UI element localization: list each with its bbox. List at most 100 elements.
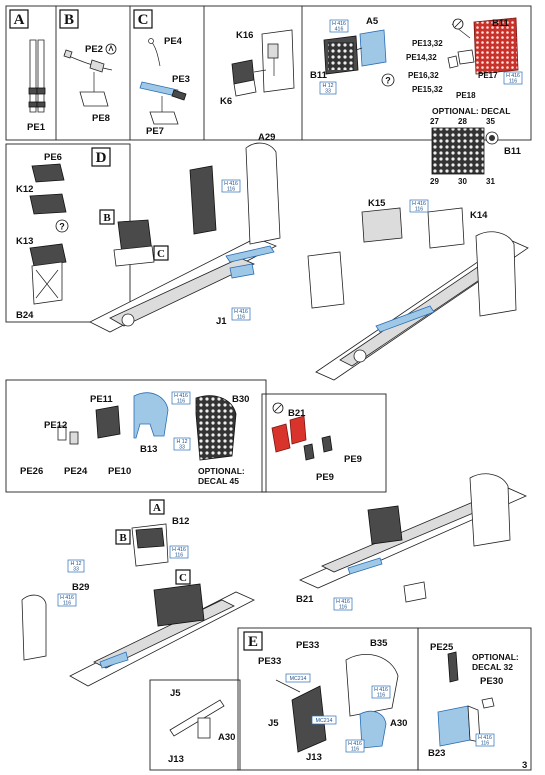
step-a-label: A (14, 12, 25, 28)
part-label-pe11: PE11 (90, 394, 113, 405)
part-label-pe2: PE2 (85, 44, 103, 55)
part-label-b35: B35 (370, 638, 388, 649)
instrument-panel-pe-assembly: PE11 PE12 PE26 PE24 PE10 B13 B30 OPTIONA… (20, 391, 249, 486)
step-c-label: C (138, 12, 149, 28)
part-label-b11-panel: B11 (492, 18, 510, 29)
paint-tag: H 12 33 (319, 81, 337, 95)
svg-text:H 416: H 416 (348, 741, 362, 747)
part-label-pe24: PE24 (64, 466, 88, 477)
part-label-k6: K6 (220, 96, 232, 107)
svg-text:H 12: H 12 (71, 561, 82, 567)
svg-text:116: 116 (175, 553, 183, 559)
part-label-pe4: PE4 (164, 36, 183, 47)
part-label-b12: B12 (172, 516, 189, 527)
svg-text:H 416: H 416 (332, 21, 346, 27)
step-e: E PE33 PE33 B35 J5 J13 A30 MC214 MC214 H… (243, 631, 407, 763)
svg-text:H 416: H 416 (174, 393, 188, 399)
part-label-k16: K16 (236, 30, 253, 41)
glue-symbol-icon (105, 43, 117, 55)
paint-tag: H 416 116 (371, 685, 391, 699)
svg-text:H 416: H 416 (506, 73, 520, 79)
lower-right-fuselage: B21 H 416 116 (296, 473, 527, 611)
part-label-b30: B30 (232, 394, 249, 405)
step-e-label: E (248, 634, 258, 650)
svg-text:116: 116 (237, 315, 245, 321)
harness-drawing (139, 38, 187, 125)
svg-text:116: 116 (227, 187, 235, 193)
part-label-pe33-a: PE33 (296, 640, 319, 651)
optional-decal-32-line1: OPTIONAL: (472, 652, 519, 662)
rear-panel-k16: K16 K6 (220, 29, 295, 107)
seatbelt-pe1-drawing (28, 39, 46, 113)
paint-tag: H 416 116 (231, 307, 251, 321)
part-label-pe10: PE10 (108, 466, 131, 477)
part-label-a29: A29 (258, 132, 275, 143)
part-label-pe13-32: PE13,32 (412, 39, 443, 48)
svg-text:C: C (157, 248, 165, 260)
svg-text:116: 116 (377, 693, 385, 699)
part-label-pe3: PE3 (172, 74, 190, 85)
optional-decal-instrument: OPTIONAL: DECAL 27 28 35 29 30 31 B11 (430, 106, 522, 186)
part-label-pe25: PE25 (430, 642, 454, 653)
svg-text:H 12: H 12 (323, 83, 334, 89)
svg-text:H 416: H 416 (336, 599, 350, 605)
seat-subassembly: B C (99, 209, 169, 267)
part-label-j5-a: J5 (170, 688, 181, 699)
part-label-a30-a: A30 (218, 732, 235, 743)
part-label-pe6: PE6 (44, 152, 62, 163)
decal-num-31: 31 (486, 177, 495, 186)
optional-decal-label: OPTIONAL: DECAL (432, 106, 510, 116)
part-label-pe7: PE7 (146, 126, 164, 137)
part-label-pe16-32: PE16,32 (408, 71, 439, 80)
step-d: D PE6 K12 K13 B24 ? (16, 147, 111, 321)
decal-num-28: 28 (458, 117, 467, 126)
part-label-a30-b: A30 (390, 718, 407, 729)
question-mark-icon: ? (381, 73, 395, 87)
svg-text:116: 116 (63, 601, 71, 607)
part-label-pe1: PE1 (27, 122, 46, 133)
part-label-k13: K13 (16, 236, 33, 247)
part-label-pe9-b: PE9 (316, 472, 334, 483)
step-d-label: D (96, 150, 107, 166)
paint-tag: H 416 116 (171, 391, 191, 405)
svg-text:C: C (179, 572, 187, 584)
part-label-pe14-32: PE14,32 (406, 53, 437, 62)
part-label-pe30: PE30 (480, 676, 503, 687)
svg-text:116: 116 (339, 605, 347, 611)
step-b: B PE2 PE8 (59, 9, 117, 124)
red-instrument-panel: B11 PE13,32 PE14,32 PE16,32 PE15,32 PE17… (406, 17, 519, 100)
decal-num-29: 29 (430, 177, 439, 186)
paint-tag: H 416 116 (475, 733, 495, 747)
svg-text:H 416: H 416 (234, 309, 248, 315)
paint-tag: H 416 116 (169, 545, 189, 559)
part-label-b11-top: B11 (310, 70, 328, 81)
part-label-b23: B23 (428, 748, 445, 759)
step-b-label: B (64, 12, 74, 28)
decal-num-35: 35 (486, 117, 495, 126)
paint-tag: H 416 116 (333, 597, 353, 611)
rear-bulkhead-subassembly: PE25 OPTIONAL: DECAL 32 PE30 B23 H 416 1… (428, 642, 519, 759)
cockpit-floor-j1: A29 J1 H 416 116 H 416 116 (89, 132, 281, 333)
svg-text:H 12: H 12 (177, 439, 188, 445)
part-label-b21-lower: B21 (296, 594, 314, 605)
svg-text:B: B (119, 532, 127, 544)
svg-text:H 416: H 416 (224, 181, 238, 187)
lower-left-fuselage: B12 B29 A B C H 416 116 H 416 116 H 12 3… (21, 499, 255, 687)
part-label-b29: B29 (72, 582, 89, 593)
svg-text:MC214: MC214 (316, 718, 333, 724)
decal-num-27: 27 (430, 117, 439, 126)
svg-text:116: 116 (351, 747, 359, 753)
svg-text:B: B (103, 212, 111, 224)
question-mark-icon: ? (55, 219, 69, 233)
svg-text:?: ? (59, 222, 65, 232)
svg-text:A: A (153, 502, 161, 514)
part-label-j5-b: J5 (268, 718, 279, 729)
part-label-k14: K14 (470, 210, 488, 221)
gun-subassembly-small: J5 J13 A30 (168, 688, 235, 765)
panel-frames (5, 5, 532, 771)
part-label-pe15-32: PE15,32 (412, 85, 443, 94)
step-c: C PE4 PE3 PE7 (133, 9, 190, 137)
optional-decal-32-line2: DECAL 32 (472, 662, 513, 672)
svg-text:H 416: H 416 (172, 547, 186, 553)
